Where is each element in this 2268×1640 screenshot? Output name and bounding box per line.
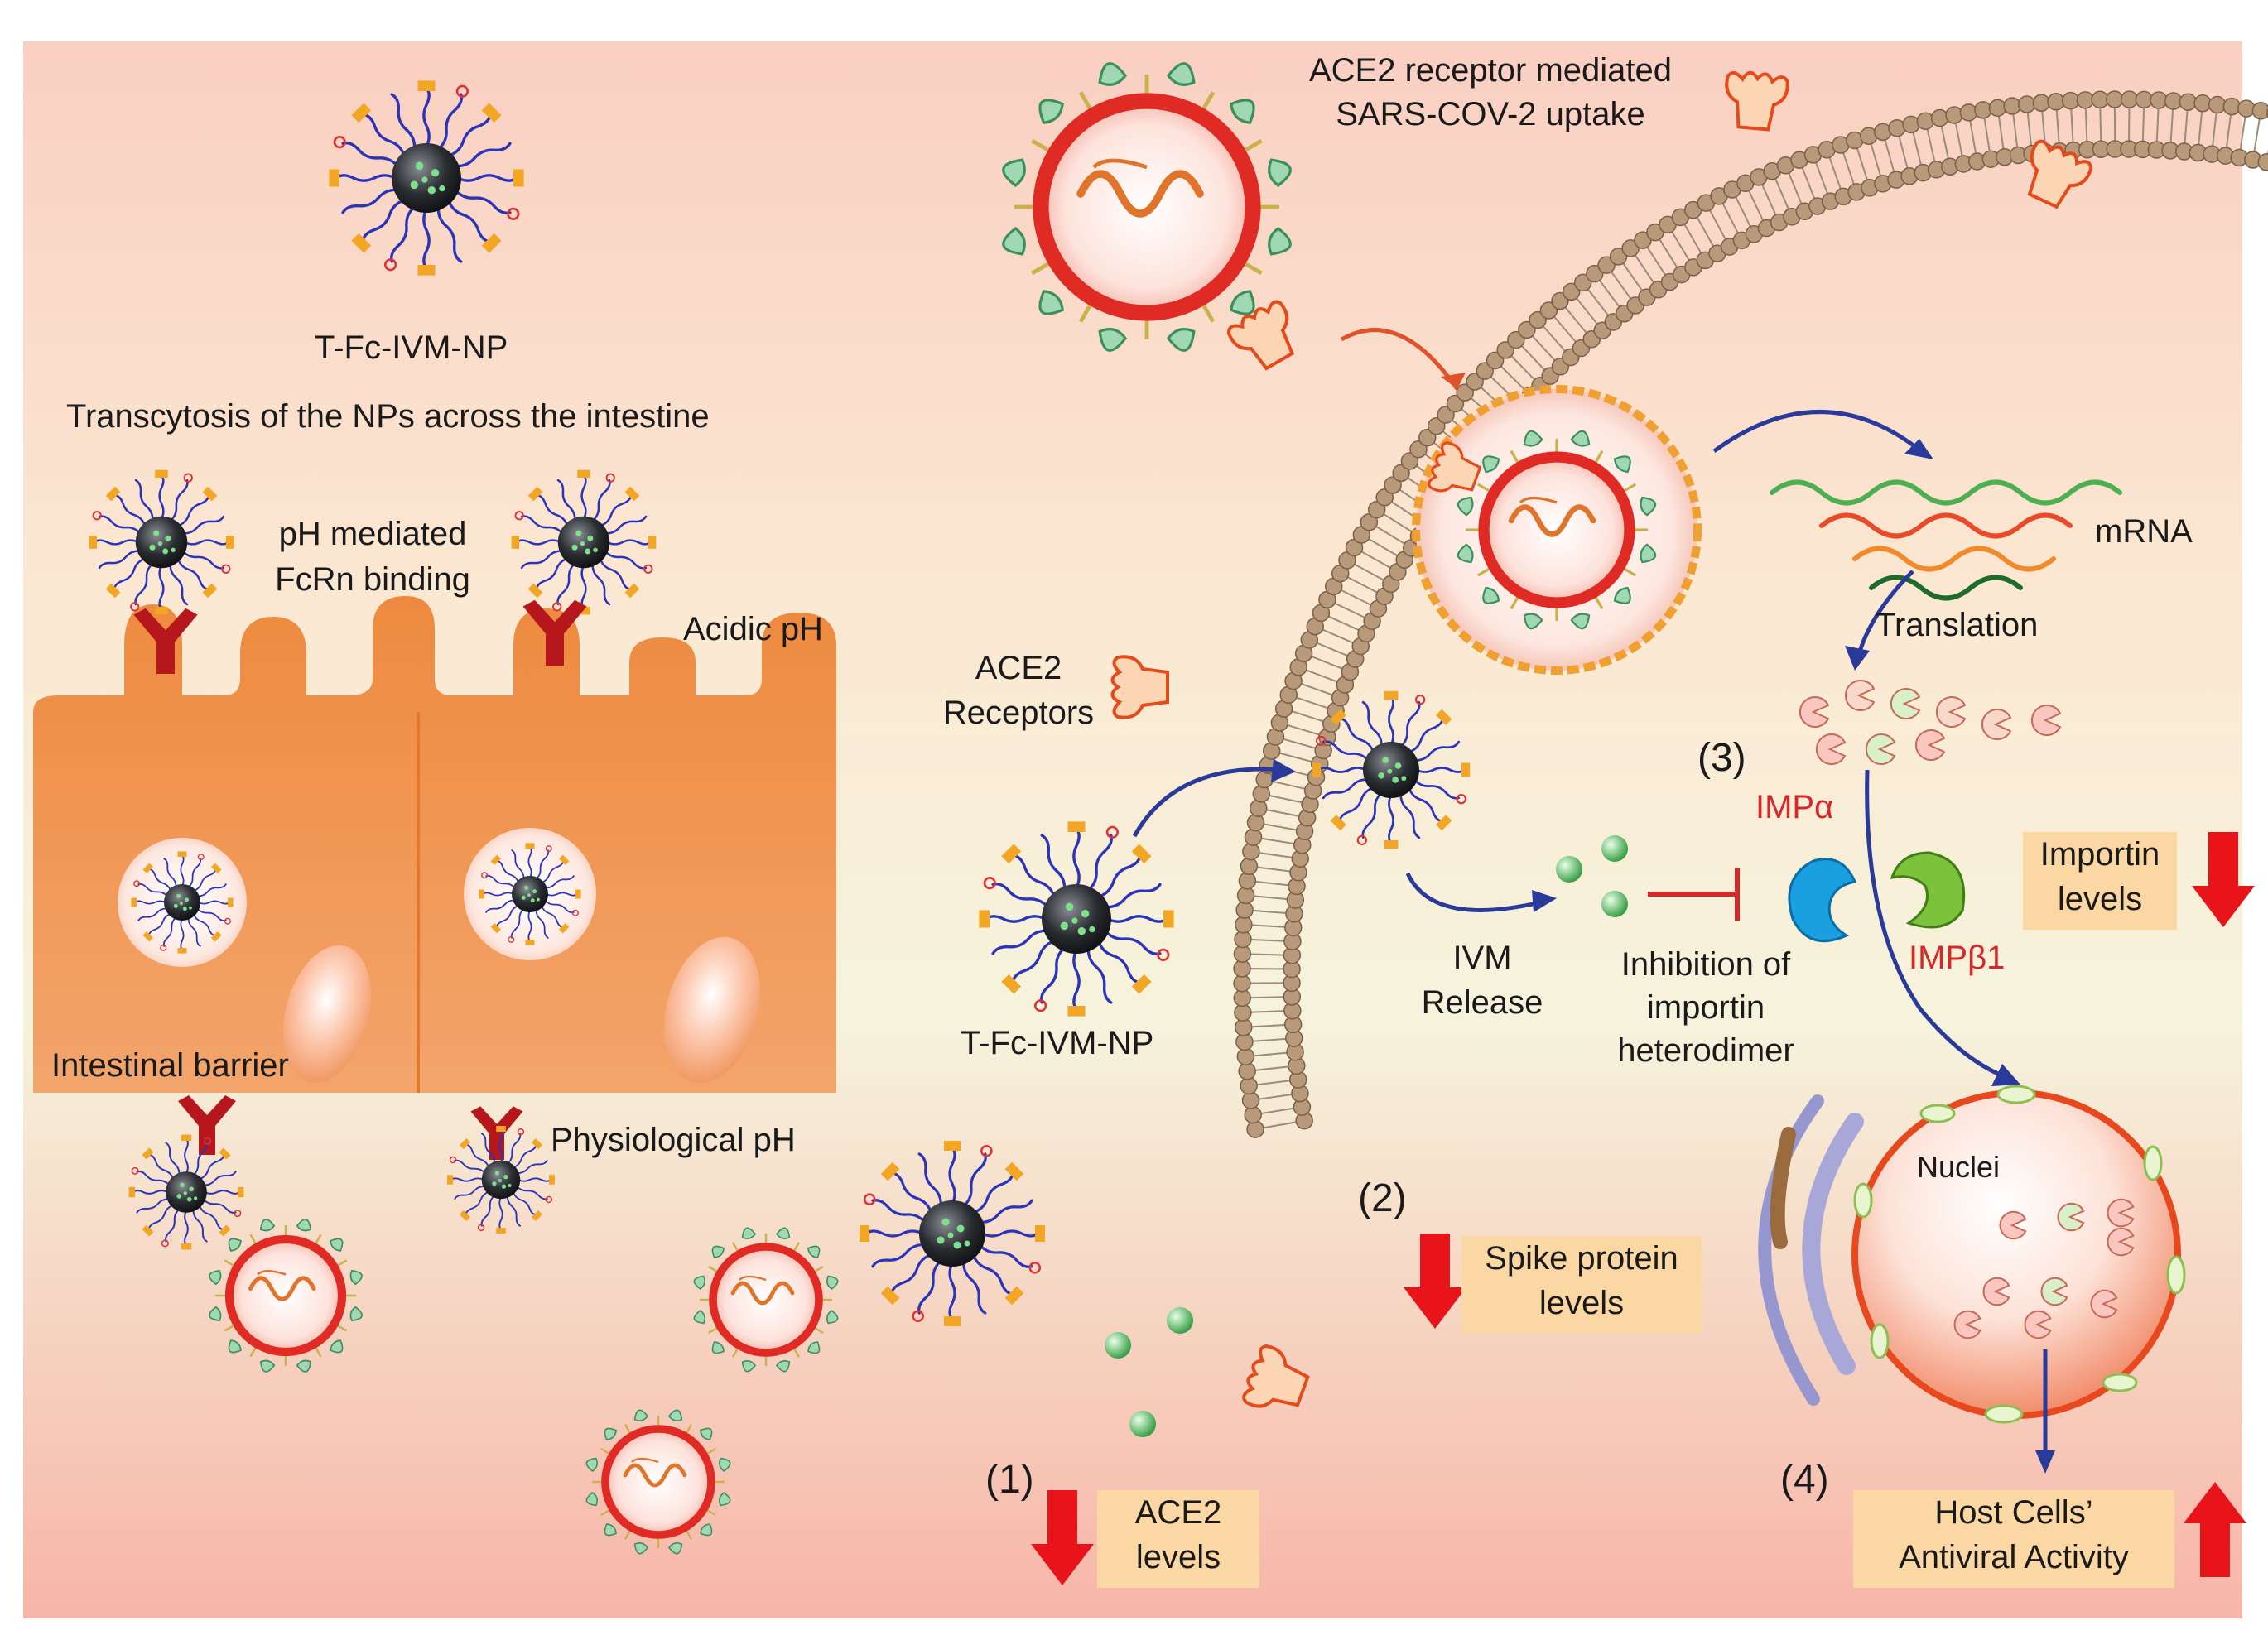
importin-alpha-shape	[1788, 858, 1857, 943]
ace2-uptake-label-2: SARS-COV-2 uptake	[1336, 96, 1645, 132]
nuclear-proteins	[1953, 1198, 2135, 1339]
acidic-ph-label: Acidic pH	[683, 611, 823, 647]
imp-beta-label: IMPβ1	[1909, 940, 2006, 976]
uptake-arrow	[1340, 328, 1460, 391]
inhibition-label-1: Inhibition of	[1620, 946, 1791, 983]
ph-binding-label-1: pH mediated	[278, 516, 467, 552]
endoplasmic-reticulum	[1758, 1094, 1864, 1406]
spike-protein-levels-line-1: Spike protein	[1485, 1240, 1678, 1277]
importin-levels-line-1: Importin	[2039, 836, 2160, 873]
viral-proteins	[1799, 680, 2062, 765]
importin-levels-line-2: levels	[2057, 881, 2143, 917]
spike-protein-levels-line-2: levels	[1538, 1285, 1625, 1321]
step-3-label: (3)	[1697, 736, 1746, 780]
importin-beta-shape	[1890, 851, 1966, 929]
virus-bottom-2	[692, 1226, 839, 1373]
np-entry-arrow	[1132, 767, 1284, 838]
host-antiviral-line-2: Antiviral Activity	[1899, 1539, 2129, 1575]
ace2-levels-line-2: levels	[1135, 1539, 1221, 1575]
ivm-release-arrowhead	[1532, 890, 1557, 912]
virus-bottom-1	[208, 1218, 364, 1373]
ivm-release-label-2: Release	[1421, 984, 1543, 1021]
transcytosis-label: Transcytosis of the NPs across the intes…	[66, 398, 710, 435]
virus-bottom-3	[585, 1408, 731, 1555]
imp-alpha-label: IMPα	[1755, 789, 1834, 825]
ace2-down-arrow	[1031, 1490, 1094, 1585]
host-antiviral-activity-box: Host Cells’ Antiviral Activity	[1853, 1490, 2174, 1588]
step-4-label: (4)	[1780, 1458, 1829, 1502]
ace2-levels-box: ACE2 levels	[1097, 1490, 1259, 1588]
sars-cov-2-virus	[1000, 60, 1293, 353]
importin-down-arrow	[2192, 832, 2255, 927]
inhibition-label-2: importin	[1646, 989, 1765, 1026]
translation-label: Translation	[1876, 607, 2039, 643]
ace2-receptors-label-1: ACE2	[975, 650, 1062, 686]
spike-down-arrow	[1404, 1234, 1466, 1329]
importin-transport-arrowhead	[1991, 1064, 2020, 1086]
ivm-release-label-1: IVM	[1452, 940, 1512, 976]
step-2-label: (2)	[1358, 1176, 1407, 1220]
importin-transport-arrow	[1865, 769, 2005, 1079]
nucleus	[1851, 1085, 2186, 1424]
antiviral-up-arrow	[2184, 1482, 2246, 1577]
nucleus-output-arrowhead	[2035, 1450, 2055, 1474]
host-antiviral-line-1: Host Cells’	[1934, 1494, 2093, 1531]
np-entry-arrowhead	[1271, 759, 1296, 782]
step-1-label: (1)	[985, 1458, 1034, 1502]
physiological-ph-label: Physiological pH	[551, 1122, 796, 1158]
mrna-strands	[1770, 479, 2122, 601]
importin-levels-box: Importin levels	[2023, 832, 2177, 930]
uptake-arrowhead	[1441, 373, 1466, 389]
nuclei-label: Nuclei	[1917, 1150, 2001, 1184]
intestinal-barrier-label: Intestinal barrier	[51, 1047, 289, 1084]
ivm-release-arrow	[1405, 872, 1541, 912]
arrow-to-mrna-head	[1904, 439, 1933, 459]
ph-binding-label-2: FcRn binding	[275, 561, 470, 598]
spike-protein-levels-box: Spike protein levels	[1461, 1236, 1702, 1334]
mrna-label: mRNA	[2095, 513, 2193, 550]
translation-arrowhead	[1845, 646, 1870, 671]
ace2-uptake-label-1: ACE2 receptor mediated	[1308, 52, 1672, 89]
inhibition-label-3: heterodimer	[1617, 1032, 1794, 1069]
ace2-levels-line-1: ACE2	[1134, 1494, 1222, 1531]
translation-arrow	[1856, 570, 1914, 655]
ace2-receptors-label-2: Receptors	[942, 695, 1095, 731]
endosome	[1412, 385, 1702, 675]
arrow-to-mrna	[1712, 410, 1923, 454]
np-title-label: T-Fc-IVM-NP	[315, 329, 508, 366]
np-label-lower: T-Fc-IVM-NP	[961, 1025, 1154, 1061]
ivm-molecules	[1105, 835, 1628, 1437]
